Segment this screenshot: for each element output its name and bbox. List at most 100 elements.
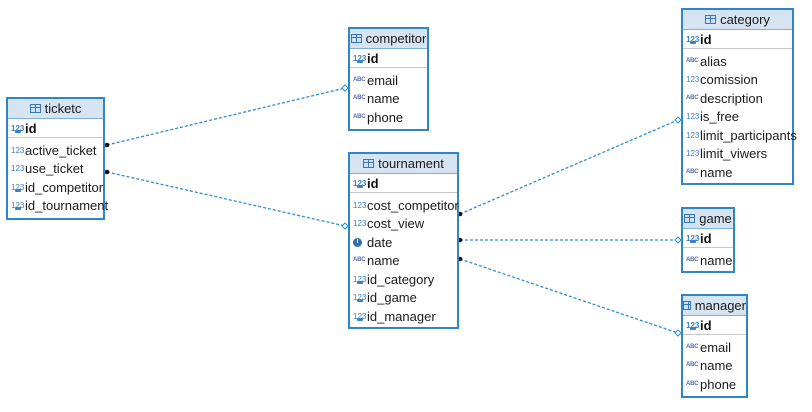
primary-key-row[interactable]: 123 id — [683, 316, 746, 335]
column-label: name — [700, 252, 733, 268]
column-label: name — [700, 358, 733, 374]
column-label: name — [367, 253, 400, 269]
column-label: comission — [700, 72, 758, 88]
primary-key-row[interactable]: 123 id — [683, 229, 733, 248]
entity-header[interactable]: ticketc — [8, 99, 103, 119]
primary-key-row[interactable]: 123 id — [683, 30, 792, 49]
column-label: email — [367, 72, 399, 88]
column-label: name — [700, 164, 733, 180]
entity-header[interactable]: category — [683, 10, 792, 30]
primary-key-icon: 123 — [353, 53, 367, 63]
column-label: id — [25, 120, 37, 136]
text-icon: ABC — [686, 256, 699, 263]
text-icon: ABC — [686, 380, 699, 387]
column-label: cost_competitor — [367, 197, 459, 213]
primary-key-row[interactable]: 123 id — [8, 119, 103, 138]
relationship-line-tournament-manager[interactable] — [459, 258, 679, 334]
text-icon: ABC — [353, 113, 366, 120]
column-label: alias — [700, 53, 727, 69]
numeric-icon: 123 — [686, 130, 700, 140]
numeric-icon: 123 — [11, 145, 25, 155]
column-label: email — [700, 339, 732, 355]
numeric-icon: 123 — [11, 164, 25, 174]
entity-title: tournament — [378, 156, 444, 171]
relationship-source-dot — [104, 169, 110, 175]
table-icon — [350, 34, 362, 43]
column-label: phone — [700, 376, 737, 392]
column-label: id — [367, 50, 379, 66]
numeric-icon: 123 — [686, 149, 700, 159]
table-icon — [684, 214, 696, 223]
column-row[interactable]: date — [350, 233, 457, 252]
text-icon: ABC — [686, 94, 699, 101]
entity-title: game — [699, 211, 732, 226]
entity-title: category — [720, 12, 770, 27]
column-label: id_tournament — [25, 198, 109, 214]
date-icon — [353, 237, 362, 247]
entity-header[interactable]: game — [683, 209, 733, 229]
column-label: limit_participants — [700, 127, 797, 143]
column-label: id_manager — [367, 308, 436, 324]
entity-header[interactable]: tournament — [350, 154, 457, 174]
foreign-key-icon: 123 — [11, 182, 25, 192]
relationship-line-ticketc-competitor[interactable] — [106, 87, 346, 146]
table-icon — [29, 104, 41, 113]
relationship-line-tournament-category[interactable] — [459, 119, 679, 215]
foreign-key-icon: 123 — [353, 311, 367, 321]
column-label: active_ticket — [25, 142, 97, 158]
column-label: use_ticket — [25, 161, 84, 177]
primary-key-icon: 123 — [686, 34, 700, 44]
text-icon: ABC — [686, 343, 699, 350]
foreign-key-icon: 123 — [353, 274, 367, 284]
numeric-icon: 123 — [686, 75, 700, 85]
entity-header[interactable]: manager — [683, 296, 746, 316]
text-icon: ABC — [353, 257, 366, 264]
foreign-key-icon: 123 — [11, 201, 25, 211]
column-label: id — [367, 175, 379, 191]
column-label: limit_viwers — [700, 146, 768, 162]
entity-header[interactable]: competitor — [350, 29, 427, 49]
primary-key-row[interactable]: 123 id — [350, 49, 427, 68]
primary-key-icon: 123 — [11, 123, 25, 133]
relationship-line-ticketc-tournament[interactable] — [106, 171, 346, 227]
column-label: name — [367, 91, 400, 107]
table-icon — [363, 159, 375, 168]
primary-key-icon: 123 — [686, 233, 700, 243]
primary-key-row[interactable]: 123 id — [350, 174, 457, 193]
